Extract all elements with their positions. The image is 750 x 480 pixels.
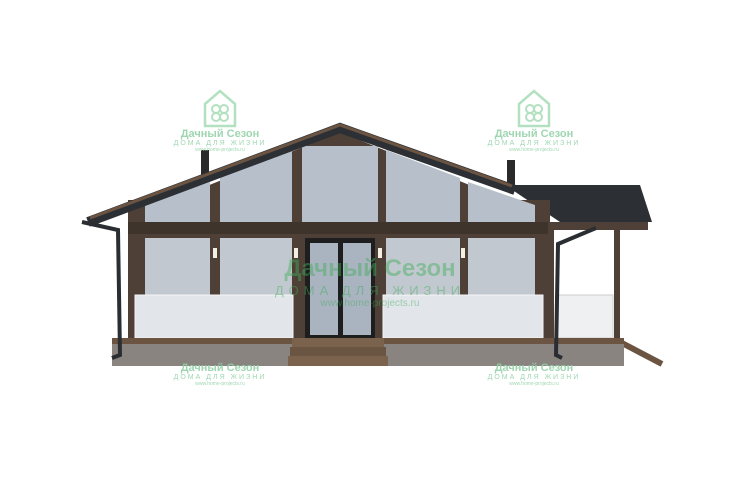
stairs bbox=[288, 338, 388, 366]
railing bbox=[134, 294, 294, 339]
watermark-brand: Дачный Сезон bbox=[180, 362, 260, 374]
porch-beam bbox=[548, 222, 648, 230]
watermark: Дачный Сезон ДОМА ДЛЯ ЖИЗНИ www.home-pro… bbox=[170, 88, 270, 153]
watermark-brand: Дачный Сезон bbox=[494, 362, 574, 374]
foundation bbox=[384, 344, 624, 366]
watermark-url: www.home-projects.ru bbox=[509, 381, 559, 387]
watermark-tagline: ДОМА ДЛЯ ЖИЗНИ bbox=[487, 140, 581, 147]
watermark-tagline: ДОМА ДЛЯ ЖИЗНИ bbox=[274, 283, 466, 298]
chimney-right bbox=[507, 160, 515, 188]
roof-fascia bbox=[89, 123, 513, 220]
gable-window bbox=[145, 182, 210, 222]
porch-post bbox=[548, 222, 554, 342]
porch-stair bbox=[618, 339, 664, 367]
wall-lamps bbox=[213, 248, 465, 258]
watermark-url: www.home-projects.ru bbox=[195, 381, 245, 387]
watermark-url: www.home-projects.ru bbox=[195, 147, 245, 153]
watermark: Дачный Сезон ДОМА ДЛЯ ЖИЗНИ www.home-pro… bbox=[484, 88, 584, 153]
watermark: Дачный Сезон ДОМА ДЛЯ ЖИЗНИ www.home-pro… bbox=[170, 362, 270, 387]
gable-window bbox=[468, 182, 535, 222]
door-glass bbox=[343, 243, 371, 335]
watermark-url: www.home-projects.ru bbox=[320, 298, 420, 309]
chimney-left bbox=[201, 150, 209, 175]
watermark-brand: Дачный Сезон bbox=[284, 255, 456, 282]
downpipe-left bbox=[81, 220, 123, 360]
watermark-brand: Дачный Сезон bbox=[494, 128, 574, 140]
door-glass bbox=[310, 243, 338, 335]
gable-window bbox=[386, 150, 460, 222]
railing bbox=[382, 294, 544, 339]
gable-window bbox=[220, 150, 292, 222]
watermark-brand: Дачный Сезон bbox=[180, 128, 260, 140]
beam bbox=[128, 222, 550, 234]
railing bbox=[556, 294, 614, 339]
watermark-tagline: ДОМА ДЛЯ ЖИЗНИ bbox=[487, 374, 581, 381]
downpipe-right bbox=[553, 226, 597, 360]
watermark-tagline: ДОМА ДЛЯ ЖИЗНИ bbox=[173, 374, 267, 381]
porch-post bbox=[614, 222, 620, 342]
watermark-tagline: ДОМА ДЛЯ ЖИЗНИ bbox=[173, 140, 267, 147]
logo-icon bbox=[203, 89, 237, 128]
main-roof bbox=[86, 122, 517, 227]
watermark: Дачный Сезон ДОМА ДЛЯ ЖИЗНИ www.home-pro… bbox=[484, 362, 584, 387]
watermark-url: www.home-projects.ru bbox=[509, 147, 559, 153]
watermark-center: Дачный Сезон ДОМА ДЛЯ ЖИЗНИ www.home-pro… bbox=[270, 255, 470, 309]
side-roof bbox=[505, 185, 652, 222]
foundation bbox=[112, 344, 292, 366]
gable-window bbox=[302, 146, 378, 222]
logo-icon bbox=[517, 89, 551, 128]
